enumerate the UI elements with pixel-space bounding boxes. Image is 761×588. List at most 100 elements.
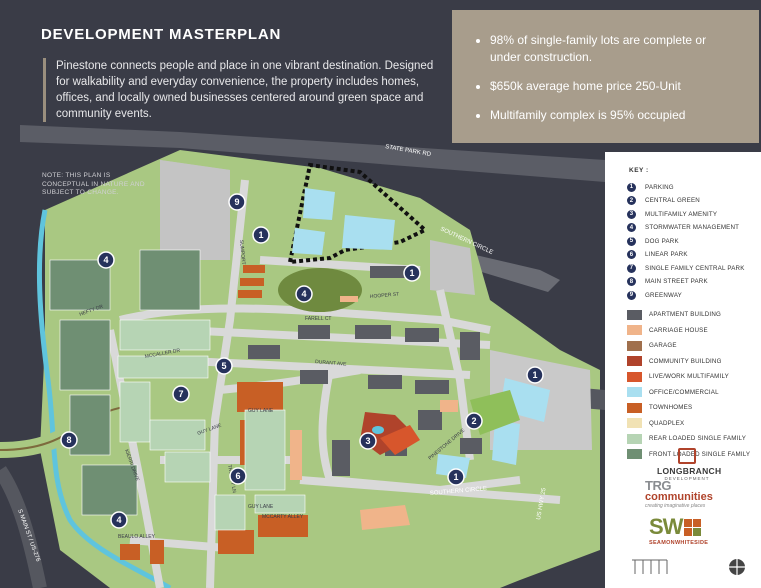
key-label: MAIN STREET PARK bbox=[645, 278, 708, 285]
key-item-main-street-park: 8 MAIN STREET PARK bbox=[627, 277, 708, 287]
greenway-boundary bbox=[287, 162, 429, 265]
marker-number: 1 bbox=[532, 370, 537, 380]
key-label: CENTRAL GREEN bbox=[645, 197, 700, 204]
label-southern-circle-2: SOUTHERN CIRCLE bbox=[430, 486, 488, 497]
marker-number: 4 bbox=[103, 255, 108, 265]
central-green bbox=[470, 390, 520, 435]
swatch bbox=[627, 371, 642, 382]
swatch bbox=[627, 325, 642, 335]
apartment-buildings bbox=[248, 266, 482, 476]
label-sumport: SUMPORT bbox=[238, 240, 246, 265]
marker-circle bbox=[60, 431, 78, 449]
site-map: STATE PARK RD SOUTHERN CIRCLE SOUTHERN C… bbox=[0, 125, 605, 588]
conceptual-note: NOTE: THIS PLAN IS CONCEPTUAL IN NATURE … bbox=[42, 172, 145, 196]
marker-number: 8 bbox=[66, 435, 71, 445]
key-label: LINEAR PARK bbox=[645, 251, 688, 258]
page-title: DEVELOPMENT MASTERPLAN bbox=[41, 26, 282, 43]
front-loaded-homes bbox=[49, 249, 201, 516]
key-swatch-front-loaded-single-family: FRONT LOADED SINGLE FAMILY bbox=[627, 449, 750, 459]
key-swatch-community-building: COMMUNITY BUILDING bbox=[627, 356, 722, 366]
marker-circle bbox=[465, 412, 483, 430]
s-main-st-road bbox=[0, 466, 47, 588]
key-label: FRONT LOADED SINGLE FAMILY bbox=[649, 450, 751, 458]
marker-circle bbox=[447, 468, 465, 486]
marker-number: 2 bbox=[471, 416, 476, 426]
key-number-icon: 7 bbox=[627, 263, 636, 273]
label-guy-lane-3: GUY LANE bbox=[248, 504, 274, 510]
map-marker-1: 1 bbox=[252, 226, 270, 244]
key-label: CARRIAGE HOUSE bbox=[649, 326, 708, 334]
marker-number: 7 bbox=[178, 389, 183, 399]
stat-item: $650k average home price 250-Unit bbox=[490, 78, 739, 95]
stat-item: 98% of single-family lots are complete o… bbox=[490, 32, 739, 66]
swatch bbox=[627, 433, 642, 444]
map-marker-5: 5 bbox=[215, 357, 233, 375]
key-number-icon: 6 bbox=[627, 250, 636, 259]
map-marker-4: 4 bbox=[295, 285, 313, 303]
key-label: COMMUNITY BUILDING bbox=[649, 357, 722, 365]
marker-number: 1 bbox=[453, 472, 458, 482]
marker-circle bbox=[526, 366, 544, 384]
key-item-parking: 1 PARKING bbox=[627, 182, 674, 192]
key-swatch-office-commercial: OFFICE/COMMERCIAL bbox=[627, 387, 719, 397]
label-durant-ave: DURANT AVE bbox=[315, 359, 348, 368]
map-marker-9: 9 bbox=[228, 193, 246, 211]
key-label: GREENWAY bbox=[645, 291, 683, 299]
sw-logo: SW bbox=[649, 514, 749, 540]
trg-tagline: creating imaginative places bbox=[645, 503, 706, 509]
marker-number: 5 bbox=[221, 361, 226, 371]
marker-circle bbox=[359, 432, 377, 450]
marker-circle bbox=[228, 193, 246, 211]
office-building-5 bbox=[492, 420, 520, 465]
stats-box: 98% of single-family lots are complete o… bbox=[452, 10, 759, 143]
swatch bbox=[627, 387, 642, 397]
key-number-icon: 1 bbox=[627, 182, 636, 192]
key-label: OFFICE/COMMERCIAL bbox=[649, 388, 719, 396]
key-swatch-apartment-building: APARTMENT BUILDING bbox=[627, 309, 722, 320]
label-mccarty-alley: MCCARTY ALLEY bbox=[262, 514, 304, 520]
carriage-houses bbox=[290, 296, 458, 530]
live-work-building bbox=[380, 425, 420, 455]
key-number-icon: 5 bbox=[627, 236, 636, 246]
marker-circle bbox=[403, 264, 421, 282]
marker-number: 1 bbox=[258, 230, 263, 240]
label-hooper-st: HOOPER ST bbox=[370, 291, 400, 300]
parking-lot-east bbox=[430, 240, 475, 295]
longbranch-name: LONGBRANCH bbox=[657, 466, 722, 476]
key-swatch-townhomes: TOWNHOMES bbox=[627, 402, 692, 413]
swatch bbox=[627, 402, 642, 413]
trg-communities: communities bbox=[645, 491, 713, 503]
sw-name: SW bbox=[649, 514, 683, 539]
marker-number: 4 bbox=[301, 289, 306, 299]
marker-circle bbox=[110, 511, 128, 529]
key-number-icon: 2 bbox=[627, 196, 636, 205]
marker-circle bbox=[215, 357, 233, 375]
key-swatch-rear-loaded-single-family: REAR LOADED SINGLE FAMILY bbox=[627, 433, 747, 444]
key-label: REAR LOADED SINGLE FAMILY bbox=[649, 435, 747, 442]
swatch bbox=[627, 340, 642, 351]
key-label: PARKING bbox=[645, 183, 674, 191]
marker-circle bbox=[172, 385, 190, 403]
marker-circle bbox=[295, 285, 313, 303]
map-marker-8: 8 bbox=[60, 431, 78, 449]
key-item-linear-park: 6 LINEAR PARK bbox=[627, 250, 688, 260]
stormwater-pond-north bbox=[160, 160, 230, 200]
map-marker-4: 4 bbox=[110, 511, 128, 529]
key-number-icon: 4 bbox=[627, 223, 636, 232]
key-title: KEY : bbox=[629, 167, 649, 174]
map-marker-7: 7 bbox=[172, 385, 190, 403]
key-label: APARTMENT BUILDING bbox=[649, 311, 722, 318]
marker-circle bbox=[229, 467, 247, 485]
key-number-icon: 8 bbox=[627, 277, 636, 286]
label-us-hwy: US HWY 25 bbox=[536, 487, 548, 520]
key-number-icon: 9 bbox=[627, 290, 636, 300]
trg-logo: TRG communities creating imaginative pla… bbox=[645, 479, 735, 509]
sw-sub: SEAMONWHITESIDE bbox=[649, 540, 709, 546]
key-label: GARAGE bbox=[649, 342, 677, 349]
amenity-pool bbox=[372, 426, 384, 434]
map-marker-6: 6 bbox=[229, 467, 247, 485]
